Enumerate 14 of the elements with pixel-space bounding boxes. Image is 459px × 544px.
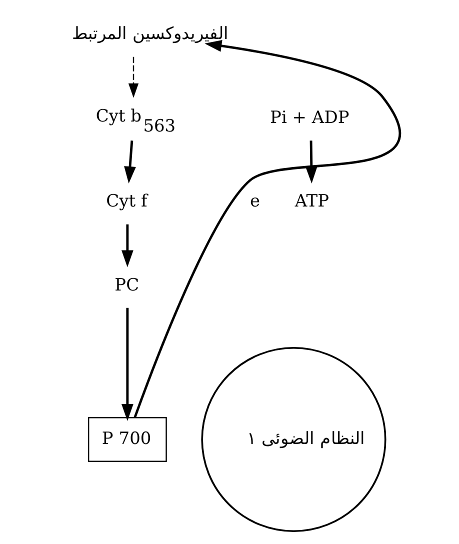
node-text: ATP <box>294 192 330 212</box>
arrow <box>128 56 139 98</box>
node-text: Cyt f <box>106 192 148 212</box>
node-box: P 700 <box>88 417 167 462</box>
node-text: الفيريدوكسين المرتبط <box>72 24 229 44</box>
arrow <box>124 140 136 184</box>
arrow <box>134 40 400 418</box>
node-text: Pi + ADP <box>270 108 350 128</box>
edge-label: e <box>250 192 260 212</box>
arrow <box>121 224 134 268</box>
node-text: PC <box>114 275 140 296</box>
node-circle: النظام الضوئى ١ <box>201 346 386 532</box>
arrow <box>121 308 134 422</box>
arrow <box>305 140 318 184</box>
